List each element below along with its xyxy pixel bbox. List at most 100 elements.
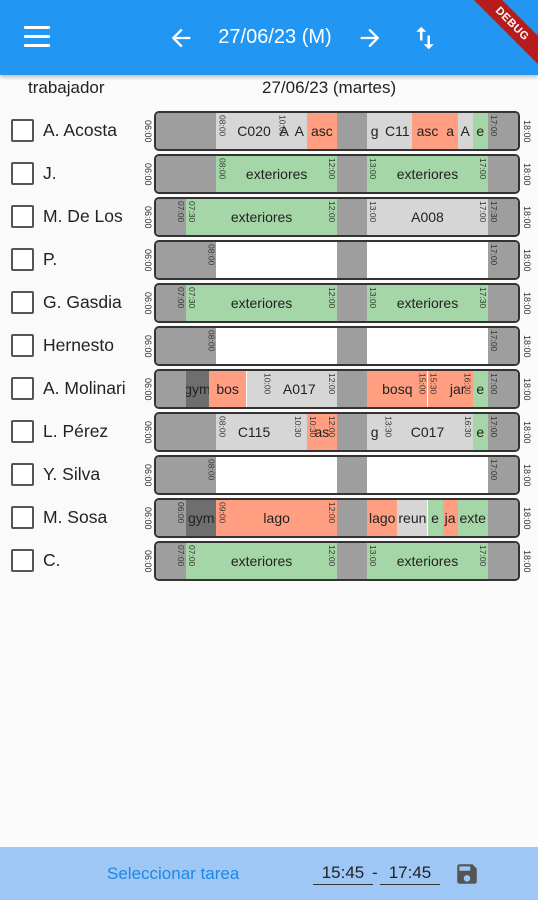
task-segment[interactable]: e — [472, 113, 488, 149]
task-segment[interactable]: exte — [457, 500, 488, 536]
time-from-field[interactable]: 15:45 — [313, 863, 373, 885]
time-block: 07:00 — [156, 199, 187, 235]
task-segment[interactable]: ja — [442, 500, 458, 536]
task-label: lago — [263, 510, 290, 526]
start-time-label: 06:00 — [143, 119, 153, 143]
worker-checkbox[interactable] — [11, 506, 34, 529]
time-block: 17:00 — [487, 328, 518, 364]
worker-checkbox[interactable] — [11, 248, 34, 271]
segment-end-time: 17:30 — [477, 287, 488, 309]
task-segment[interactable]: e — [472, 371, 488, 407]
segment-start-time: 08:00 — [217, 416, 228, 438]
date-title[interactable]: 27/06/23 (M) — [218, 26, 332, 48]
segment-start-time: 07:30 — [187, 201, 198, 223]
save-icon[interactable] — [454, 861, 480, 887]
task-segment[interactable]: gym — [186, 371, 209, 407]
task-segment[interactable]: e — [472, 414, 488, 450]
swap-vertical-icon[interactable] — [410, 22, 440, 54]
menu-icon[interactable] — [24, 26, 50, 48]
time-block: 08:00 — [216, 113, 232, 149]
time-to-field[interactable]: 17:45 — [380, 863, 440, 885]
task-segment[interactable]: lago — [367, 500, 398, 536]
task-segment[interactable]: a — [442, 113, 458, 149]
worker-checkbox[interactable] — [11, 377, 34, 400]
segment-end-time: 07:00 — [176, 545, 187, 567]
time-block: 12:00 — [321, 371, 337, 407]
task-segment[interactable]: asc — [412, 113, 443, 149]
timeline-bar[interactable]: 08:00 17:00 — [154, 326, 520, 366]
task-label: asc — [416, 123, 439, 139]
task-segment[interactable]: A017 — [276, 371, 322, 407]
segment-end-time: 08:00 — [206, 330, 217, 352]
worker-checkbox[interactable] — [11, 334, 34, 357]
time-block: 08:00 — [156, 457, 217, 493]
task-segment[interactable]: g — [367, 113, 383, 149]
worker-checkbox[interactable] — [11, 291, 34, 314]
time-block — [156, 414, 217, 450]
time-block — [367, 328, 488, 364]
arrow-right-icon[interactable] — [356, 24, 384, 52]
segment-start-time: 09:00 — [217, 502, 228, 524]
worker-checkbox[interactable] — [11, 463, 34, 486]
task-label: gym — [186, 381, 209, 397]
worker-checkbox[interactable] — [11, 205, 34, 228]
segment-end-time: 17:00 — [477, 545, 488, 567]
end-time-label: 18:00 — [522, 119, 532, 143]
task-label: exteriores — [245, 166, 308, 182]
select-task-button[interactable]: Seleccionar tarea — [107, 864, 240, 883]
worker-checkbox[interactable] — [11, 162, 34, 185]
task-segment[interactable]: asc — [306, 113, 337, 149]
time-block — [337, 371, 368, 407]
task-segment[interactable]: e — [427, 500, 443, 536]
start-time-label: 06:00 — [143, 420, 153, 444]
arrow-left-icon[interactable] — [167, 24, 195, 52]
worker-checkbox[interactable] — [11, 420, 34, 443]
task-segment[interactable]: g — [367, 414, 383, 450]
task-segment[interactable]: bos — [208, 371, 247, 407]
task-segment[interactable]: gym — [186, 500, 217, 536]
time-block: 07:00 — [156, 543, 187, 579]
end-time-label: 18:00 — [522, 506, 532, 530]
task-segment[interactable]: C020 — [231, 113, 277, 149]
task-segment[interactable]: reun — [397, 500, 428, 536]
task-label: lago — [369, 510, 396, 526]
task-segment[interactable]: A — [457, 113, 473, 149]
time-block — [156, 156, 217, 192]
worker-checkbox[interactable] — [11, 119, 34, 142]
task-label: A — [460, 123, 470, 139]
task-segment[interactable]: A — [291, 113, 307, 149]
task-label: jar — [449, 381, 466, 397]
time-block — [216, 242, 337, 278]
task-segment[interactable]: C11 — [382, 113, 413, 149]
end-time-label: 18:00 — [522, 162, 532, 186]
worker-checkbox[interactable] — [11, 549, 34, 572]
timeline-bar[interactable]: gymbos10:00A01712:00bosq15:0015:30jar16:… — [154, 369, 520, 409]
segment-start-time: 17:00 — [488, 115, 499, 137]
